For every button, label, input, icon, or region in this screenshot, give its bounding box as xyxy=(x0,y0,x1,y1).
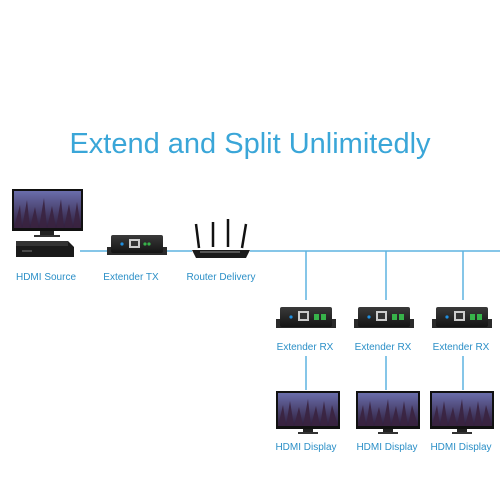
media-player-icon xyxy=(16,241,74,257)
tv-monitor-icon xyxy=(12,189,83,237)
extender-rx-icon-1 xyxy=(276,307,336,328)
router-icon xyxy=(192,219,250,258)
extender-box-icon xyxy=(107,235,167,255)
label-extender-rx-2: Extender RX xyxy=(354,342,412,353)
extender-rx-icon-3 xyxy=(432,307,492,328)
label-hdmi-source: HDMI Source xyxy=(15,272,77,283)
label-extender-rx-3: Extender RX xyxy=(432,342,490,353)
screen-grass-art xyxy=(14,198,81,228)
label-router-delivery: Router Delivery xyxy=(186,272,256,283)
label-hdmi-display-3: HDMI Display xyxy=(430,442,492,453)
hdmi-display-icon-3 xyxy=(430,391,494,434)
connector-lines xyxy=(80,250,500,390)
hdmi-display-icon-1 xyxy=(276,391,340,434)
label-extender-rx-1: Extender RX xyxy=(276,342,334,353)
label-extender-tx: Extender TX xyxy=(103,272,159,283)
diagram-title: Extend and Split Unlimitedly xyxy=(69,128,431,160)
label-hdmi-display-2: HDMI Display xyxy=(356,442,418,453)
extender-rx-icon-2 xyxy=(354,307,414,328)
label-hdmi-display-1: HDMI Display xyxy=(275,442,337,453)
hdmi-display-icon-2 xyxy=(356,391,420,434)
